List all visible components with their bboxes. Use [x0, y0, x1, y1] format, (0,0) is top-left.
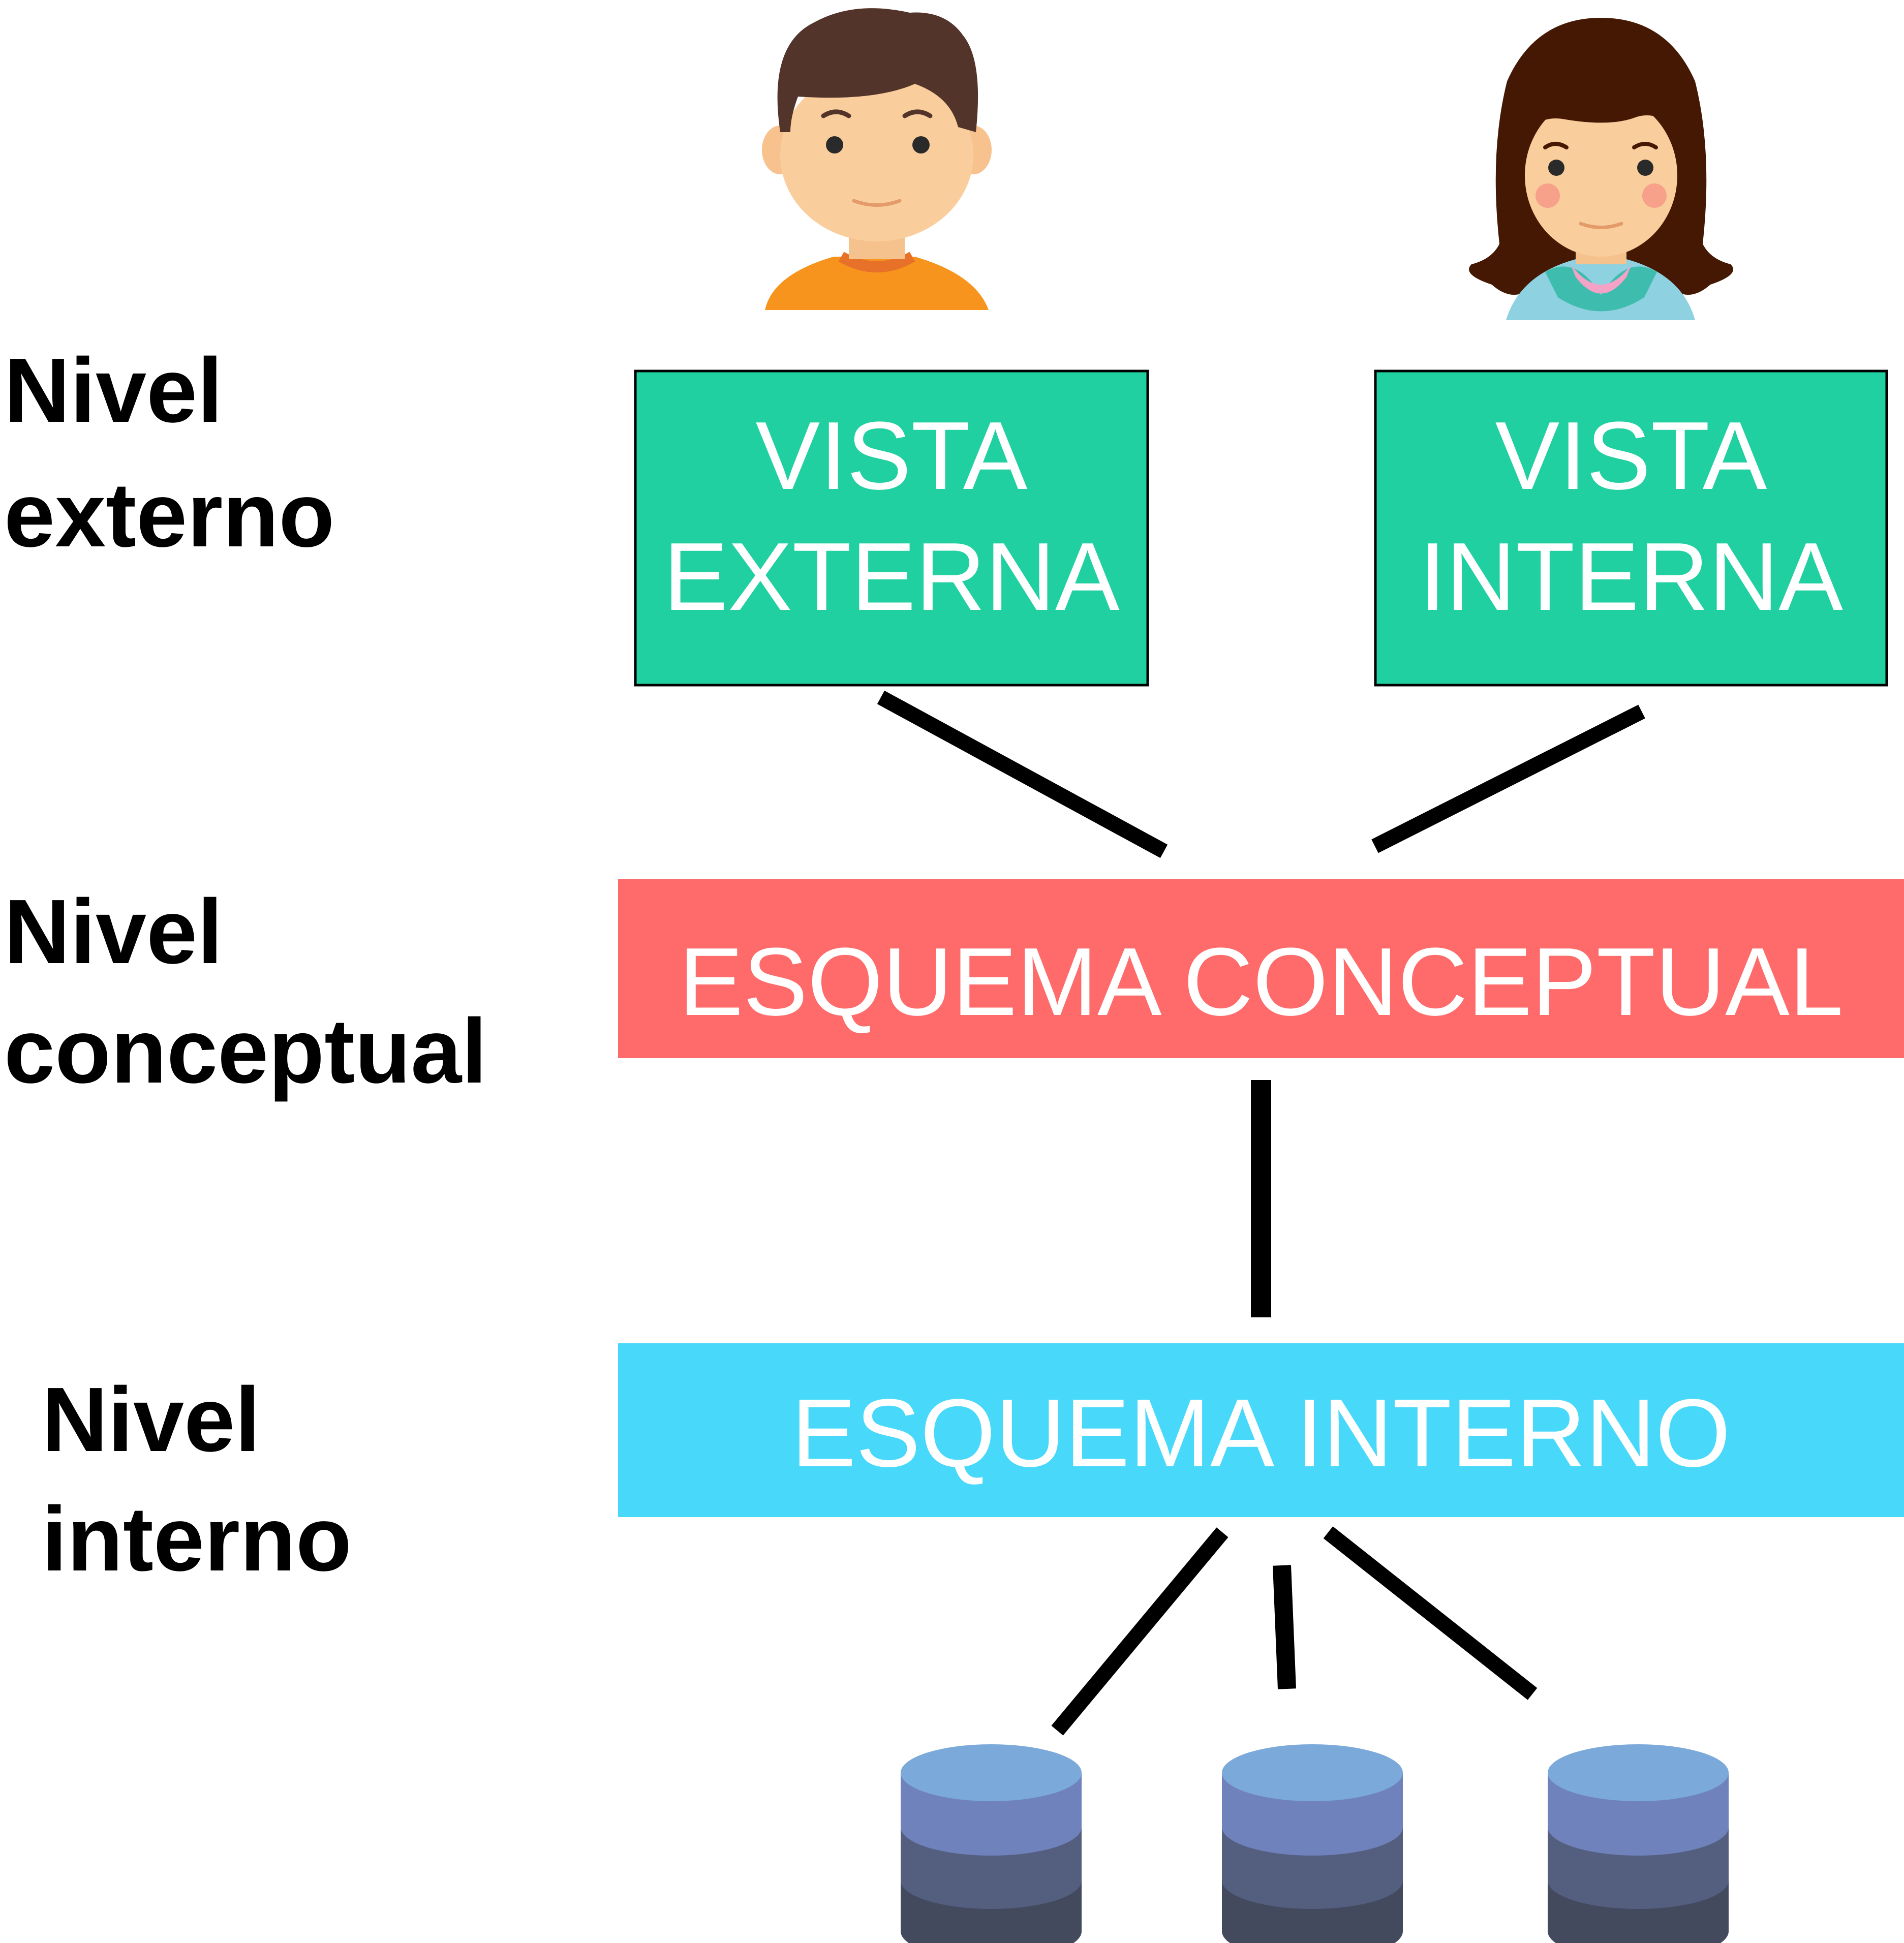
connector-externa-conceptual — [877, 690, 1168, 858]
connector-interna-conceptual — [1371, 704, 1645, 853]
level-label-internal: Nivel interno — [42, 1369, 352, 1590]
esquema-conceptual-label: ESQUEMA CONCEPTUAL — [679, 928, 1843, 1036]
database-icon — [901, 1744, 1082, 1943]
vista-externa-line1: VISTA — [756, 402, 1028, 510]
connector-interno-db1 — [1051, 1527, 1229, 1736]
level-internal-line2: interno — [42, 1488, 352, 1590]
esquema-interno-label: ESQUEMA INTERNO — [791, 1379, 1731, 1487]
level-internal-line1: Nivel — [42, 1369, 260, 1471]
esquema-interno-box: ESQUEMA INTERNO — [618, 1343, 1904, 1517]
level-label-conceptual: Nivel conceptual — [4, 881, 487, 1102]
database-icon — [1548, 1744, 1729, 1943]
level-conceptual-line2: conceptual — [4, 1000, 487, 1102]
female-user-icon — [1469, 18, 1733, 320]
level-external-line1: Nivel — [4, 340, 223, 442]
level-external-line2: externo — [4, 464, 334, 566]
esquema-conceptual-box: ESQUEMA CONCEPTUAL — [618, 879, 1904, 1058]
level-label-external: Nivel externo — [4, 340, 334, 566]
vista-externa-box: VISTA EXTERNA — [634, 369, 1149, 687]
vista-interna-box: VISTA INTERNA — [1374, 369, 1888, 687]
connector-interno-db3 — [1323, 1526, 1538, 1700]
vista-interna-line2: INTERNA — [1419, 523, 1843, 631]
vista-interna-line1: VISTA — [1495, 402, 1767, 510]
male-user-icon — [762, 8, 992, 310]
connector-interno-db2 — [1273, 1565, 1296, 1689]
vista-externa-line2: EXTERNA — [663, 523, 1120, 631]
database-icon — [1222, 1744, 1403, 1943]
level-conceptual-line1: Nivel — [4, 881, 223, 983]
